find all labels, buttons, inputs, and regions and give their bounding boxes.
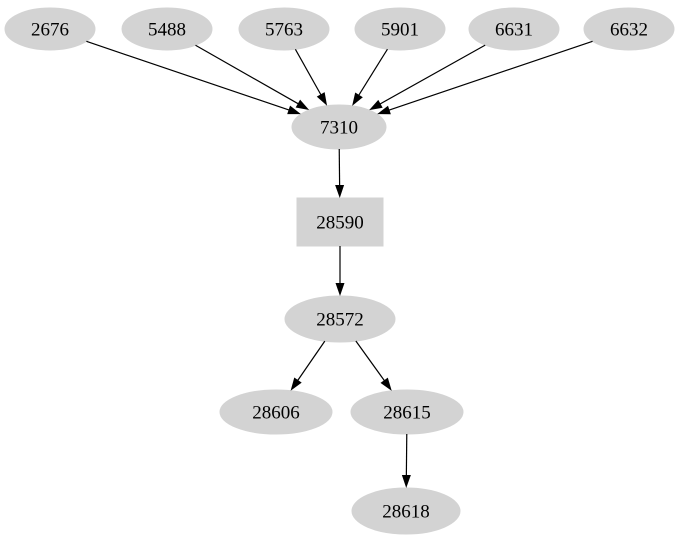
node-ellipse-shape (468, 7, 560, 51)
node-6632: 6632 (583, 7, 675, 51)
edge-5763-7310 (294, 49, 328, 106)
node-ellipse-shape (238, 7, 330, 51)
node-28618: 28618 (351, 487, 461, 535)
edge-line (388, 40, 593, 111)
edge-7310-28590 (335, 148, 345, 198)
edge-line (355, 340, 386, 382)
edge-arrowhead (401, 474, 411, 489)
node-5901: 5901 (354, 7, 446, 51)
edge-arrowhead (335, 184, 345, 198)
edge-28590-28572 (335, 246, 345, 296)
node-ellipse-shape (219, 389, 333, 435)
node-28606: 28606 (219, 389, 333, 435)
edge-line (294, 49, 322, 96)
edge-line (86, 40, 290, 111)
node-5488: 5488 (121, 7, 213, 51)
edge-arrowhead (316, 92, 328, 106)
edge-arrowhead (335, 283, 345, 296)
edge-arrowhead (295, 99, 310, 111)
node-ellipse-shape (350, 389, 464, 435)
edge-5901-7310 (352, 48, 388, 106)
edge-6632-7310 (377, 40, 593, 115)
node-ellipse-shape (291, 104, 387, 150)
node-ellipse-shape (583, 7, 675, 51)
node-7310: 7310 (291, 104, 387, 150)
edge-arrowhead (290, 377, 302, 391)
edge-28615-28618 (401, 433, 411, 489)
edge-arrowhead (352, 92, 363, 106)
node-5763: 5763 (238, 7, 330, 51)
node-ellipse-shape (351, 487, 461, 535)
edge-2676-7310 (86, 40, 301, 115)
node-ellipse-shape (121, 7, 213, 51)
edge-arrowhead (377, 105, 391, 115)
edge-arrowhead (380, 377, 392, 391)
edge-line (296, 340, 326, 382)
node-6631: 6631 (468, 7, 560, 51)
node-28615: 28615 (350, 389, 464, 435)
edge-arrowhead (287, 105, 301, 115)
edge-line (379, 44, 486, 105)
node-28572: 28572 (284, 295, 396, 343)
node-2676: 2676 (4, 7, 96, 51)
edge-28572-28606 (290, 340, 326, 391)
edge-line (357, 48, 388, 97)
edge-28572-28615 (355, 340, 392, 391)
edge-arrowhead (369, 99, 383, 111)
node-ellipse-shape (284, 295, 396, 343)
node-ellipse-shape (354, 7, 446, 51)
edge-6631-7310 (369, 44, 486, 111)
node-ellipse-shape (4, 7, 96, 51)
edge-line (195, 44, 300, 105)
edge-5488-7310 (195, 44, 310, 111)
node-box-shape (296, 197, 384, 247)
node-28590: 28590 (296, 197, 384, 247)
